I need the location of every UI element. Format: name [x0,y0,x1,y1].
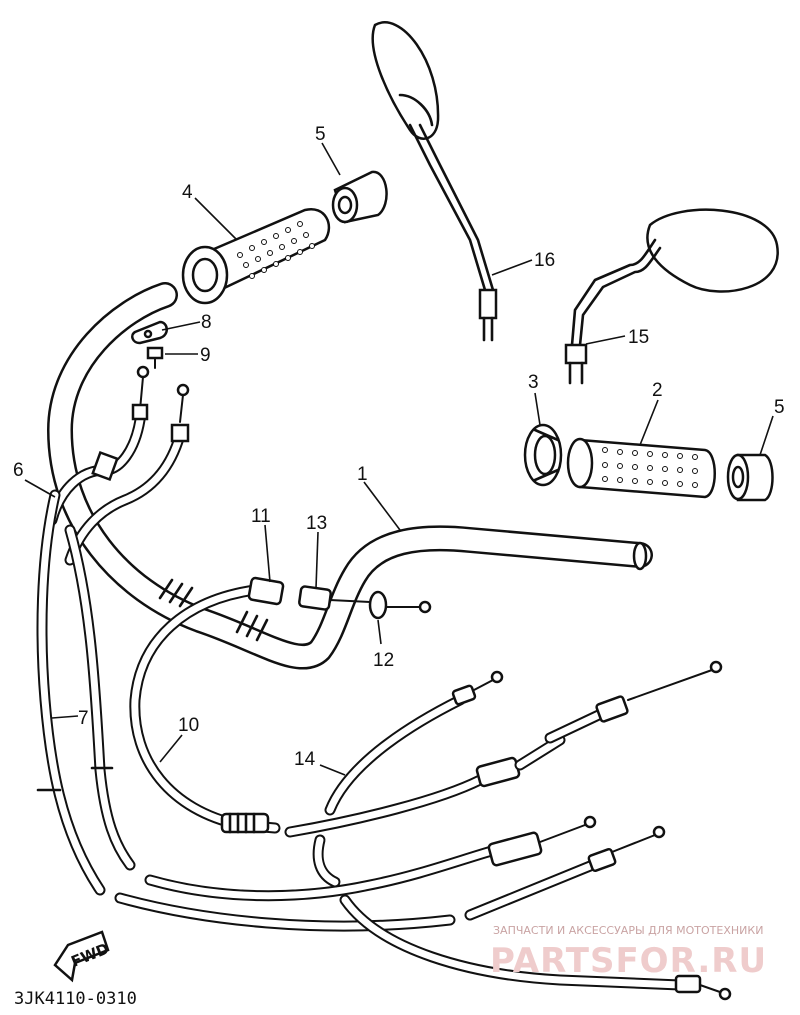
callout-8: 8 [201,312,212,333]
callout-16: 16 [534,250,555,271]
callout-15: 15 [628,327,649,348]
grip-right-2 [566,437,716,499]
callout-4: 4 [182,182,193,203]
bar-end-weight-top [331,170,388,224]
callout-11: 11 [251,506,271,527]
callout-9: 9 [200,345,211,366]
callout-7: 7 [78,708,89,729]
callout-1: 1 [357,464,368,485]
throttle-bush-3 [523,423,563,487]
callout-10: 10 [178,715,199,736]
grip-left-throttle [181,207,331,305]
lower-cables [114,815,732,1001]
watermark: ЗАПЧАСТИ И АКСЕССУАРЫ ДЛЯ МОТОТЕХНИКИ PA… [490,924,767,981]
cable-14 [284,660,723,838]
watermark-brand: PARTSFOR.RU [490,941,767,981]
mirror-right-15 [564,208,779,385]
callout-14: 14 [294,749,316,770]
screw-9 [146,346,164,369]
bar-end-weight-right [726,453,774,502]
callout-5-right: 5 [774,397,785,418]
callout-13: 13 [306,513,327,534]
fwd-direction-arrow: FWD [53,930,112,983]
callout-6: 6 [13,460,24,481]
callout-5-top: 5 [315,124,326,145]
diagram-code: 3JK4110-0310 [14,989,137,1009]
handlebar [47,282,653,670]
cable-6-7 [36,489,136,896]
throttle-cable-10 [129,576,432,834]
mirror-left-16 [371,21,498,342]
watermark-tagline: ЗАПЧАСТИ И АКСЕССУАРЫ ДЛЯ МОТОТЕХНИКИ [493,924,763,937]
left-lever-cables [46,365,190,566]
callout-3: 3 [528,372,539,393]
callout-12: 12 [373,650,394,671]
callout-2: 2 [652,380,663,401]
callouts: 1 2 3 4 5 5 6 7 8 9 10 11 12 13 14 15 16 [13,124,785,776]
cable-guide-8 [131,320,168,345]
